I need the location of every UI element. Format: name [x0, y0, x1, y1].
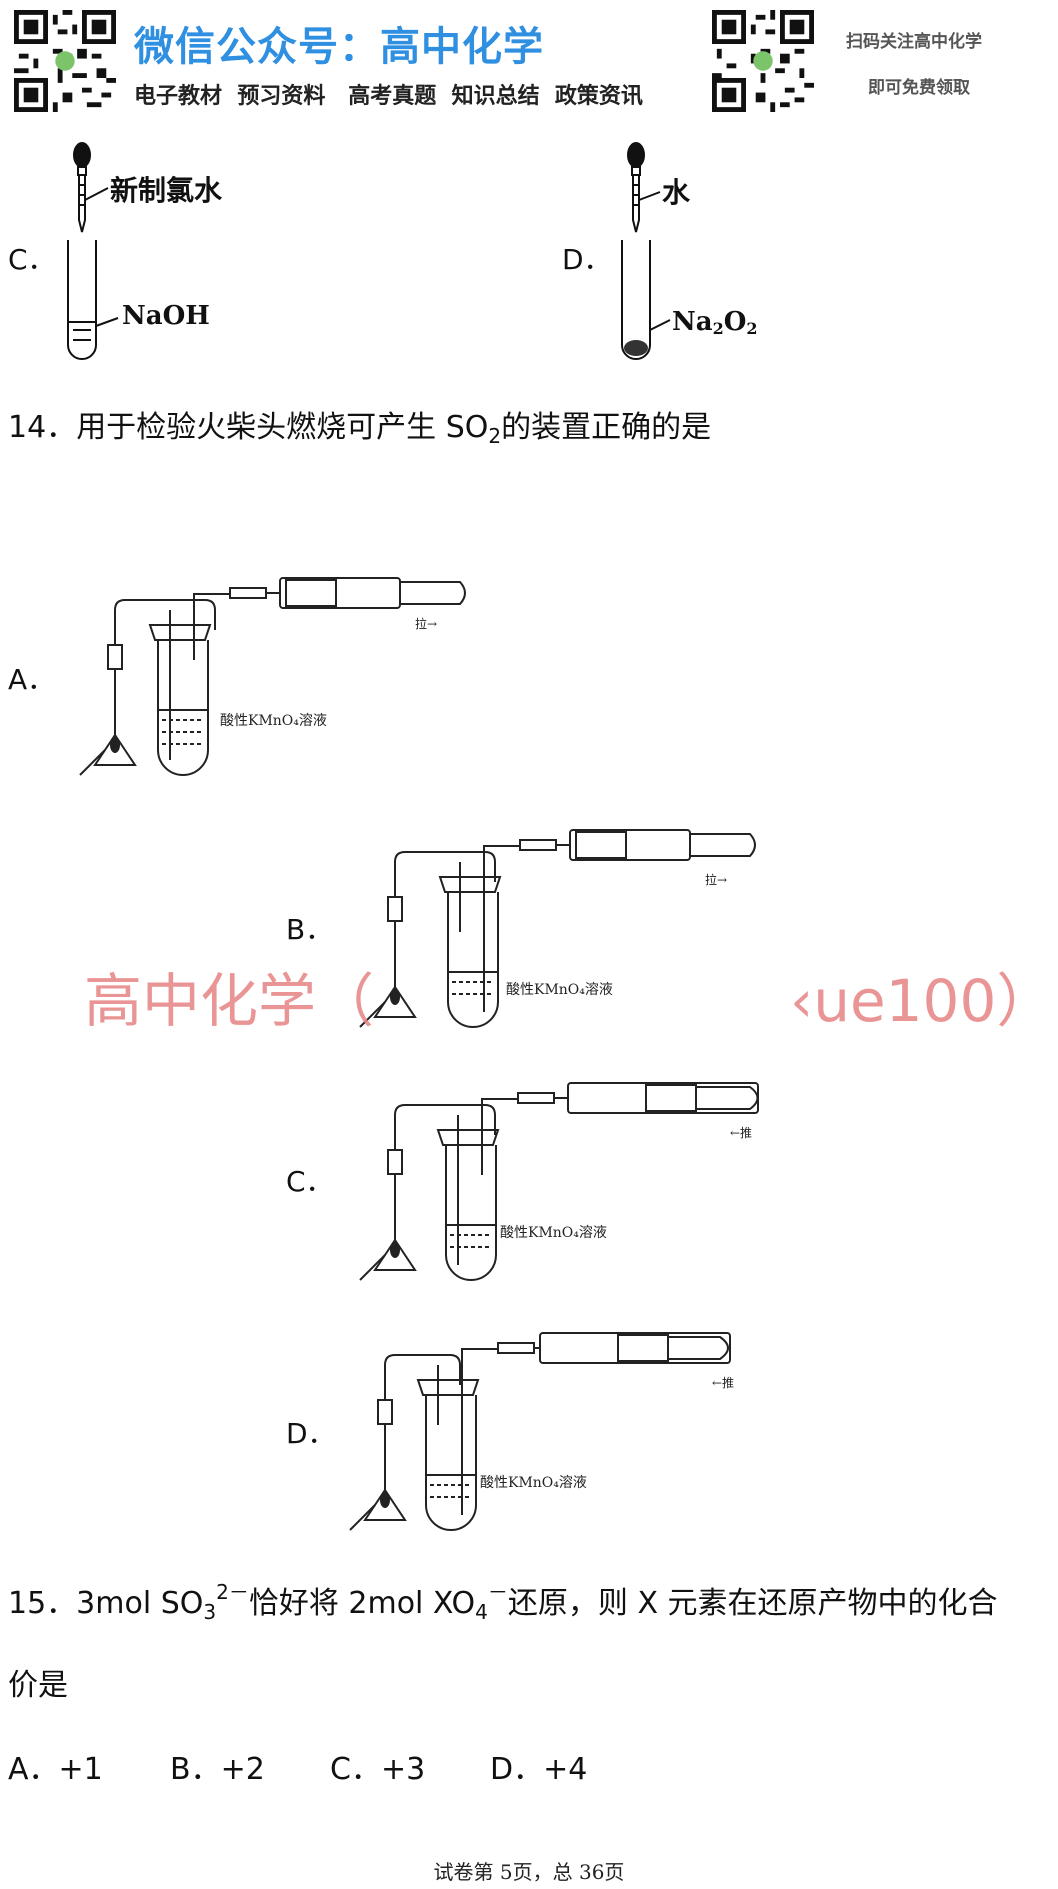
q14-option-d-letter: D． [286, 1417, 336, 1450]
q14-c-liquid-label: 酸性KMnO₄溶液 [500, 1225, 607, 1241]
q15-sup1: 2－ [216, 1580, 249, 1604]
q13-d-dropper-label: 水 [662, 176, 691, 209]
q15-choice-b: B．+2 [170, 1752, 265, 1787]
q14-text-after: 的装置正确的是 [501, 410, 712, 445]
q15-stem-line1: 15．3mol SO32－恰好将 2mol XO4－还原，则 X 元素在还原产物… [8, 1576, 998, 1624]
q15-part-a: 15．3mol SO [8, 1586, 204, 1621]
q13-d-tube-label-sub1: 2 [713, 319, 724, 338]
page-footer: 试卷第 5页，总 36页 [433, 1860, 625, 1884]
q15-choice-c: C．+3 [330, 1752, 426, 1787]
q14-d-liquid-label: 酸性KMnO₄溶液 [480, 1475, 587, 1491]
q14-d-arrow-label: ←推 [712, 1376, 734, 1390]
header-subtitle: 电子教材 预习资料 高考真题 知识总结 政策资讯 [134, 84, 643, 109]
q15-choice-d: D．+4 [490, 1752, 588, 1787]
q14-c-arrow-label: ←推 [730, 1126, 752, 1140]
q14-number: 14． [8, 410, 77, 445]
q13-d-tube-label-na: Na [672, 307, 713, 337]
q15-sub1: 3 [203, 1600, 217, 1624]
q14-option-c-apparatus: 酸性KMnO₄溶液 ←推 [359, 1082, 759, 1281]
header-title: 微信公众号：高中化学 [134, 24, 544, 70]
q14-text-before: 用于检验火柴头燃烧可产生 SO [76, 410, 489, 445]
q14-option-a-letter: A． [8, 663, 56, 696]
q15-stem-line2: 价是 [8, 1668, 68, 1703]
q14-b-liquid-label: 酸性KMnO₄溶液 [506, 982, 613, 998]
q14-option-b-apparatus: 酸性KMnO₄溶液 拉→ [359, 829, 756, 1028]
qr-code-icon [14, 10, 116, 112]
q14-b-arrow-label: 拉→ [705, 872, 727, 887]
q13-option-d-letter: D． [562, 243, 612, 276]
q14-subscript: 2 [488, 424, 502, 448]
q15-choice-a: A．+1 [8, 1752, 103, 1787]
q14-option-a-apparatus: 酸性KMnO₄溶液 拉→ [79, 577, 466, 776]
q14-option-c-letter: C． [286, 1165, 334, 1198]
q14-option-b-letter: B． [286, 913, 334, 946]
q13-d-tube-label-o: O [724, 307, 747, 337]
q13-option-c-figure: 新制氯水 NaOH [67, 142, 223, 360]
q14-option-d-apparatus: 酸性KMnO₄溶液 ←推 [349, 1332, 734, 1531]
q14-stem: 14．用于检验火柴头燃烧可产生 SO2的装置正确的是 [8, 402, 711, 448]
q13-option-c-letter: C． [8, 243, 56, 276]
q13-d-tube-label-sub2: 2 [746, 319, 757, 338]
q14-a-arrow-label: 拉→ [415, 616, 437, 631]
svg-text:Na2O2: Na2O2 [672, 307, 758, 338]
q13-option-d-figure: 水 Na2O2 [621, 142, 758, 360]
q15-sub2: 4 [475, 1600, 488, 1624]
watermark-right: ‹ue100） [790, 967, 1055, 1035]
header-right-line1: 扫码关注高中化学 [846, 32, 982, 52]
q14-a-liquid-label: 酸性KMnO₄溶液 [220, 713, 327, 729]
qr-code-icon [712, 10, 814, 112]
header-right-line2: 即可免费领取 [868, 78, 970, 98]
q15-part-c: 还原，则 X 元素在还原产物中的化合 [507, 1586, 998, 1621]
q13-c-dropper-label: 新制氯水 [110, 174, 223, 207]
q13-c-tube-label: NaOH [122, 301, 210, 331]
q15-sup2: － [487, 1580, 508, 1604]
q15-part-b: 恰好将 2mol XO [248, 1586, 476, 1621]
watermark-left: 高中化学（ [84, 967, 375, 1035]
